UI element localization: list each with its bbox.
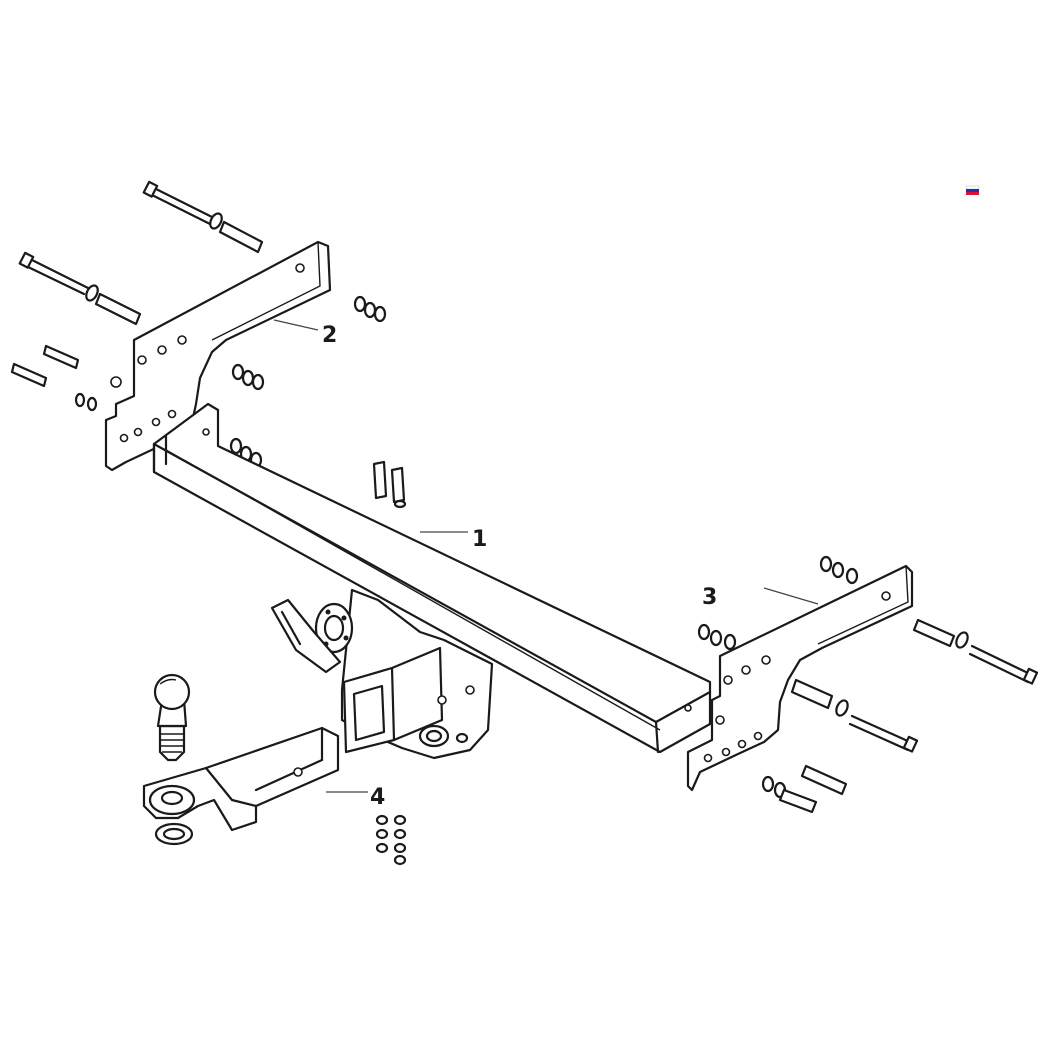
- leader-lines: [273, 319, 819, 793]
- right-bolts: [761, 618, 1039, 814]
- callout-3: 3: [702, 585, 717, 610]
- left-bolts: [10, 180, 264, 412]
- center-bolts: [372, 460, 407, 509]
- tow-ball-assembly: [142, 673, 340, 846]
- left-bracket: [104, 240, 332, 472]
- receiver-housing: [270, 588, 494, 760]
- callout-2: 2: [322, 323, 337, 348]
- small-nuts: [375, 814, 407, 866]
- callout-1: 1: [472, 527, 487, 552]
- right-bracket: [686, 564, 914, 792]
- flag-icon: [965, 185, 980, 195]
- crossbar: [152, 402, 712, 754]
- right-nuts: [697, 555, 859, 651]
- callout-4: 4: [370, 785, 385, 810]
